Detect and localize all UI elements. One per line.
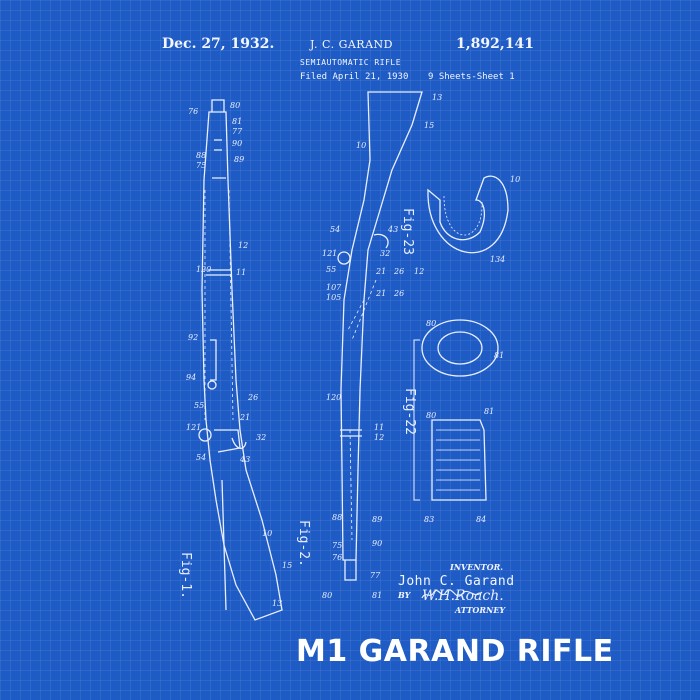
svg-text:90: 90 bbox=[232, 139, 242, 148]
svg-text:80: 80 bbox=[426, 319, 436, 328]
figure-23-part bbox=[427, 175, 509, 254]
svg-text:13: 13 bbox=[432, 93, 442, 102]
figure-2-rifle bbox=[337, 91, 423, 581]
svg-text:21: 21 bbox=[375, 267, 386, 276]
svg-text:77: 77 bbox=[232, 127, 243, 136]
svg-text:26: 26 bbox=[393, 267, 404, 276]
svg-text:10: 10 bbox=[356, 141, 366, 150]
svg-text:76: 76 bbox=[188, 107, 198, 116]
attorney-signature: W.H.Roach. bbox=[421, 588, 504, 604]
figure-23-callouts: 10 134 Fig-23 bbox=[400, 175, 520, 264]
filed-date: Filed April 21, 1930 bbox=[300, 72, 409, 82]
svg-text:75: 75 bbox=[332, 541, 342, 550]
svg-text:120: 120 bbox=[326, 393, 341, 402]
fig-23-label: Fig-23 bbox=[400, 208, 415, 255]
figure-22-parts bbox=[413, 319, 499, 501]
svg-text:21: 21 bbox=[239, 413, 250, 422]
svg-text:26: 26 bbox=[393, 289, 404, 298]
fig-2-label: Fig-2. bbox=[296, 520, 311, 567]
attorney-label: ATTORNEY bbox=[455, 605, 506, 615]
svg-text:32: 32 bbox=[380, 249, 390, 258]
svg-text:43: 43 bbox=[239, 455, 250, 464]
fig-22-label: Fig-22 bbox=[402, 388, 417, 435]
svg-text:W.H.Roach.: W.H.Roach. bbox=[422, 588, 504, 604]
svg-text:121: 121 bbox=[186, 423, 201, 432]
svg-text:88: 88 bbox=[332, 513, 342, 522]
patent-title: SEMIAUTOMATIC RIFLE bbox=[300, 58, 402, 67]
by-label: BY bbox=[398, 590, 411, 600]
svg-text:13: 13 bbox=[272, 599, 282, 608]
svg-text:55: 55 bbox=[194, 401, 204, 410]
svg-text:84: 84 bbox=[476, 515, 486, 524]
figure-22-callouts: 80 81 80 81 83 84 Fig-22 bbox=[402, 319, 504, 524]
svg-text:55: 55 bbox=[326, 265, 336, 274]
svg-text:11: 11 bbox=[374, 423, 384, 432]
svg-text:88: 88 bbox=[196, 151, 206, 160]
svg-text:43: 43 bbox=[387, 225, 398, 234]
svg-text:10: 10 bbox=[262, 529, 272, 538]
svg-text:21: 21 bbox=[375, 289, 386, 298]
svg-text:15: 15 bbox=[282, 561, 292, 570]
sheet-count: 9 Sheets-Sheet 1 bbox=[428, 72, 515, 82]
svg-text:105: 105 bbox=[326, 293, 341, 302]
svg-text:15: 15 bbox=[424, 121, 434, 130]
svg-text:76: 76 bbox=[332, 553, 342, 562]
figure-1-rifle bbox=[198, 99, 283, 621]
svg-text:134: 134 bbox=[490, 255, 505, 264]
svg-text:83: 83 bbox=[424, 515, 434, 524]
svg-text:107: 107 bbox=[326, 283, 342, 292]
svg-text:75: 75 bbox=[196, 161, 206, 170]
svg-text:94: 94 bbox=[186, 373, 196, 382]
fig-1-label: Fig-1. bbox=[178, 552, 193, 599]
svg-text:11: 11 bbox=[236, 268, 246, 277]
svg-text:32: 32 bbox=[256, 433, 266, 442]
svg-text:12: 12 bbox=[374, 433, 384, 442]
svg-text:121: 121 bbox=[322, 249, 337, 258]
svg-text:12: 12 bbox=[414, 267, 424, 276]
poster-title: M1 GARAND RIFLE bbox=[296, 634, 614, 669]
svg-text:12: 12 bbox=[238, 241, 248, 250]
svg-text:89: 89 bbox=[234, 155, 244, 164]
svg-text:54: 54 bbox=[196, 453, 206, 462]
svg-text:26: 26 bbox=[247, 393, 258, 402]
svg-text:80: 80 bbox=[426, 411, 436, 420]
svg-text:81: 81 bbox=[494, 351, 504, 360]
svg-text:54: 54 bbox=[330, 225, 340, 234]
inventor-name: J. C. GARAND bbox=[310, 38, 393, 51]
svg-text:120: 120 bbox=[196, 265, 211, 274]
svg-text:80: 80 bbox=[322, 591, 332, 600]
svg-text:80: 80 bbox=[230, 101, 240, 110]
svg-text:10: 10 bbox=[510, 175, 520, 184]
svg-text:92: 92 bbox=[188, 333, 198, 342]
svg-text:77: 77 bbox=[370, 571, 381, 580]
svg-text:81: 81 bbox=[232, 117, 242, 126]
svg-text:90: 90 bbox=[372, 539, 382, 548]
inventor-label: INVENTOR. bbox=[450, 562, 504, 572]
svg-text:81: 81 bbox=[372, 591, 382, 600]
svg-text:89: 89 bbox=[372, 515, 382, 524]
patent-date: Dec. 27, 1932. bbox=[162, 36, 275, 52]
patent-number: 1,892,141 bbox=[456, 36, 534, 52]
svg-text:81: 81 bbox=[484, 407, 494, 416]
inventor-signature: John C. Garand bbox=[398, 574, 515, 589]
figure-2-callouts: 13 15 10 54 43 121 32 55 21 26 12 107 105 21 26… bbox=[296, 93, 442, 600]
